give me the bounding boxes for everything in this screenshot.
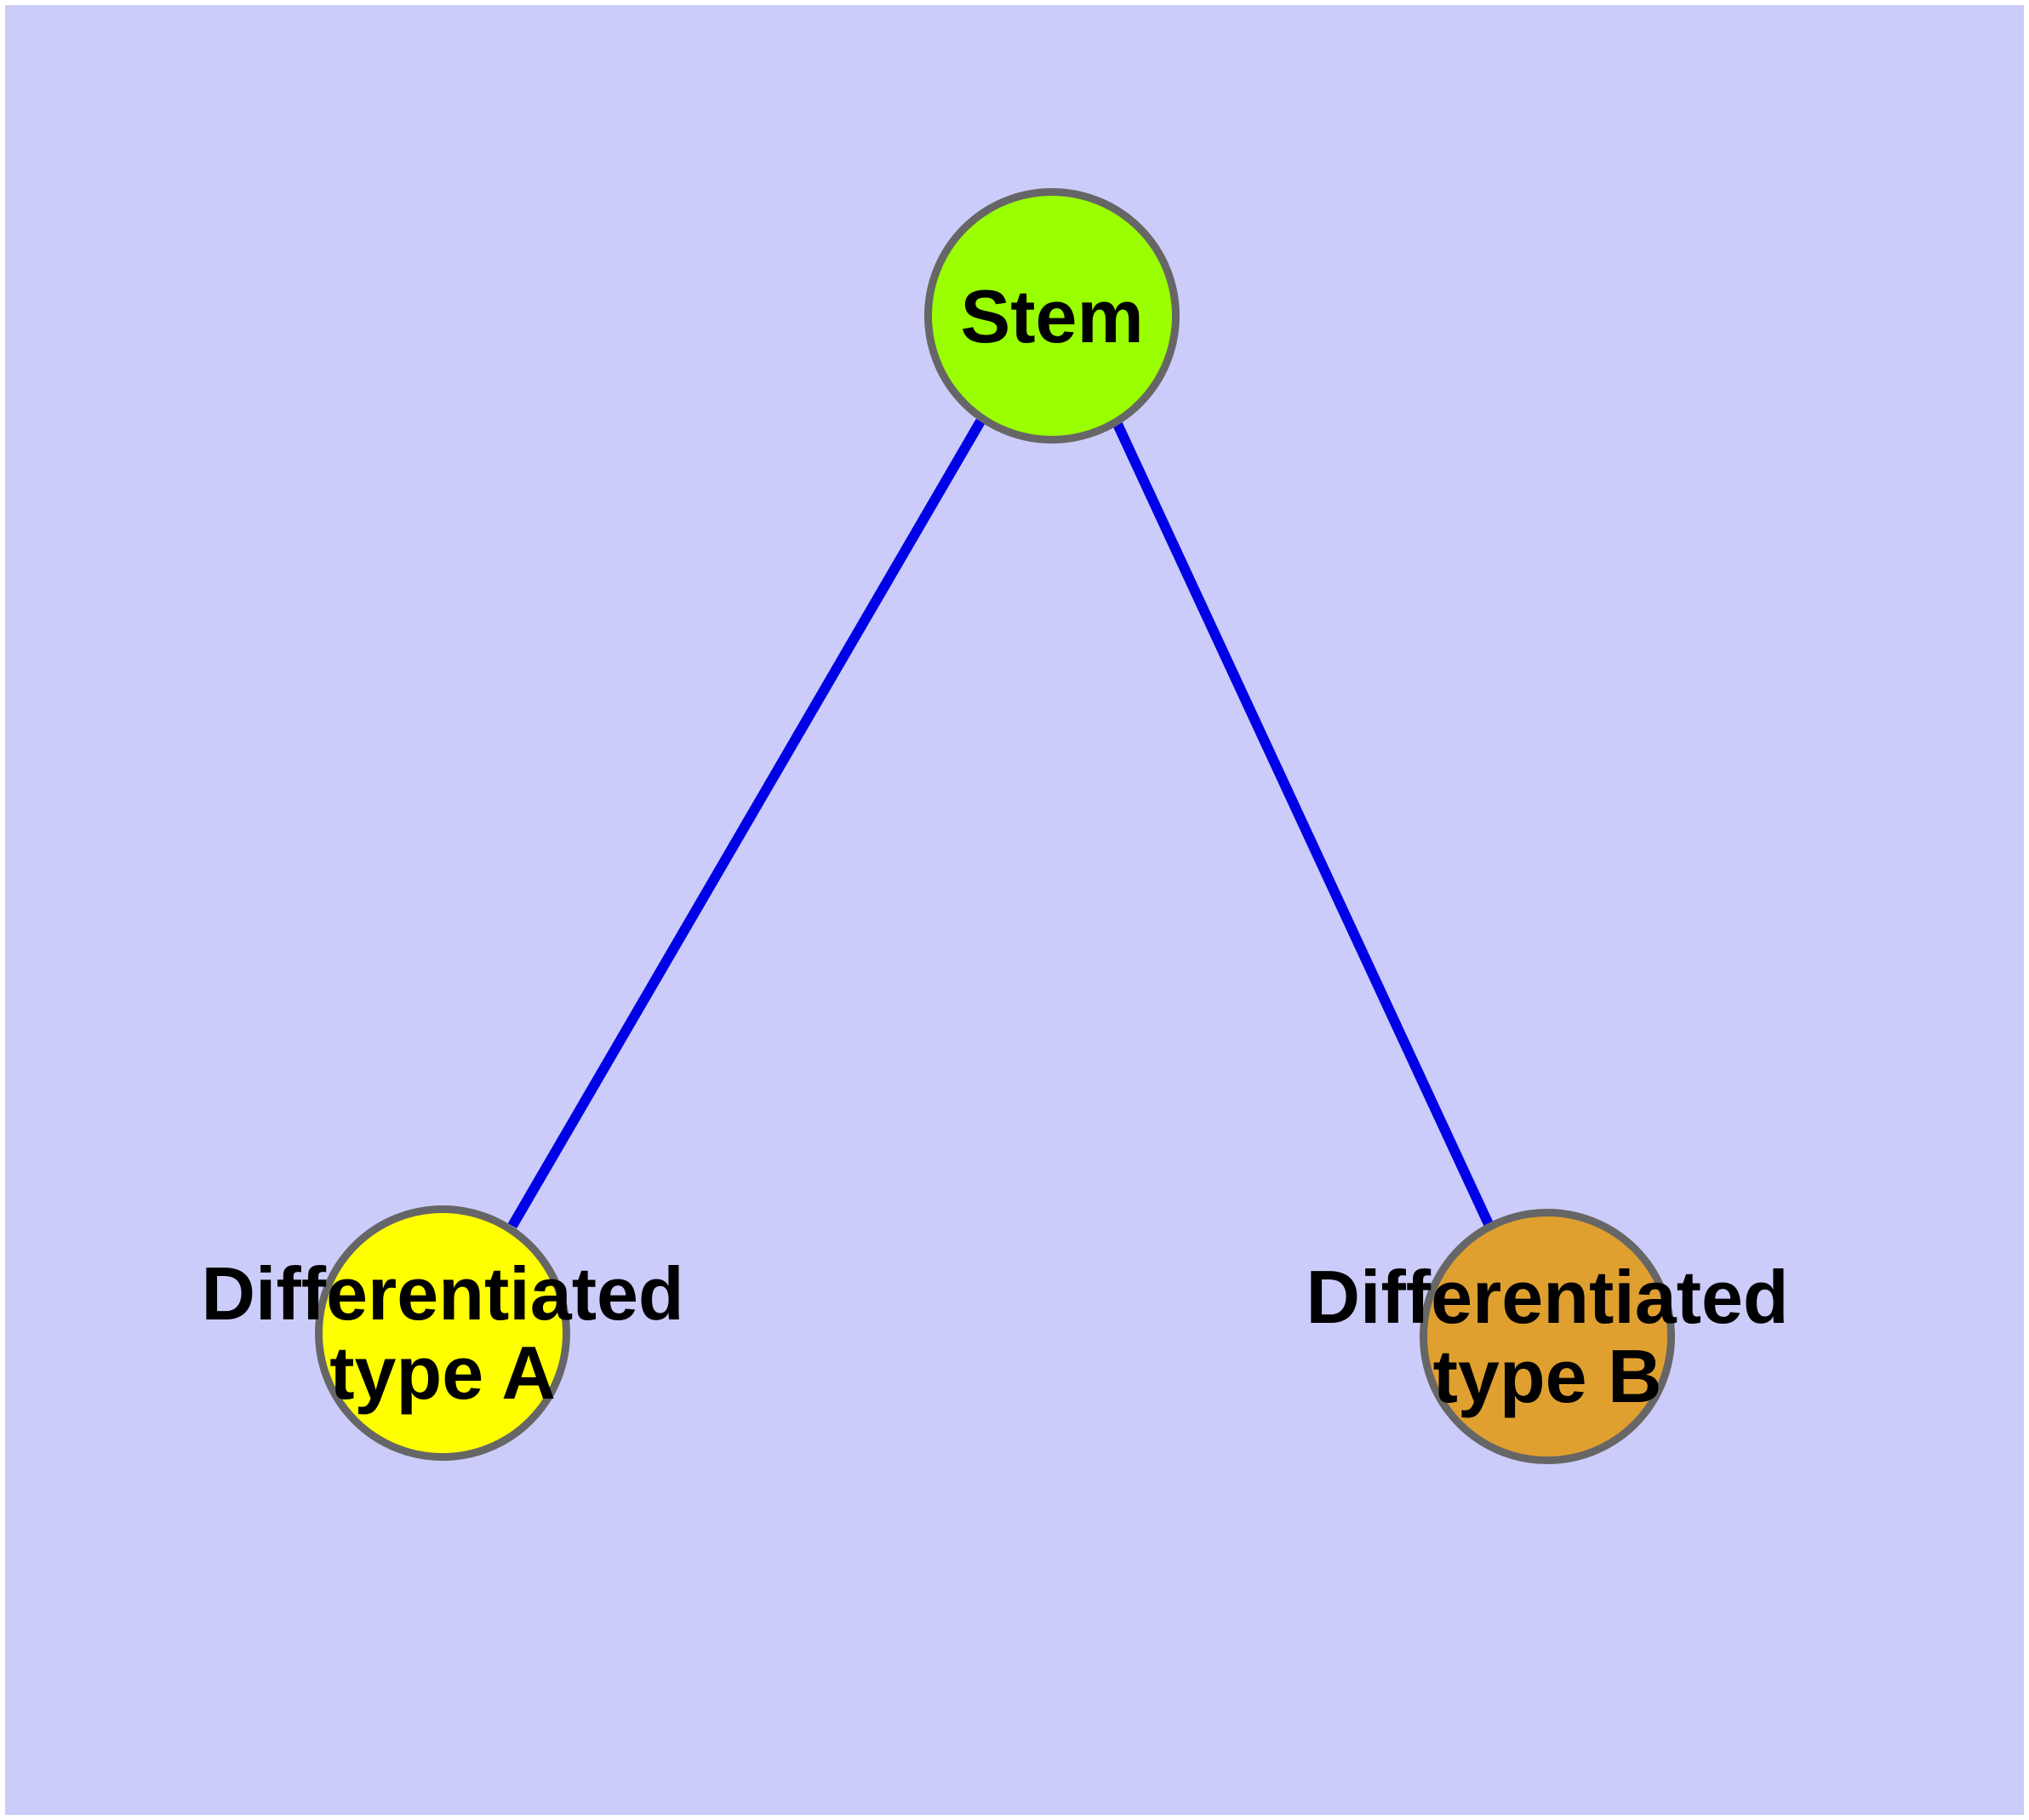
diagram-background: [5, 5, 2024, 1815]
